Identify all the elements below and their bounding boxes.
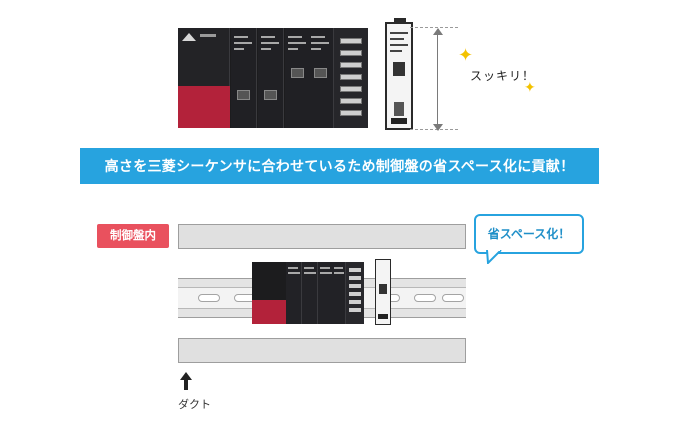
plc-unit-on-rail (252, 262, 364, 324)
maker-logo-icon (182, 33, 196, 41)
power-supply-red-panel (252, 300, 286, 324)
io-module (308, 28, 334, 128)
ethernet-port-icon (393, 62, 405, 76)
connector-icon (394, 102, 404, 116)
cpu-module (231, 28, 257, 128)
arrow-up-icon (180, 372, 192, 390)
power-supply-module (178, 28, 230, 128)
ethernet-port-icon (379, 284, 387, 294)
compact-unit-on-rail (375, 259, 391, 325)
ethernet-port-icon (237, 90, 250, 100)
cpu-module (258, 28, 284, 128)
wiring-duct-top (178, 224, 466, 249)
terminal-block-module (334, 28, 368, 128)
power-supply-red-panel (178, 86, 230, 128)
space-saving-bubble: 省スペース化！ (474, 214, 584, 254)
height-guide-top (410, 27, 458, 28)
compact-unit-illustration (385, 18, 413, 130)
arrow-down-icon (433, 124, 443, 131)
height-dimension-line (437, 32, 438, 126)
connector-icon (314, 68, 327, 78)
sparkle-icon: ✦ (458, 45, 474, 65)
arrow-up-icon (433, 28, 443, 35)
connector-icon (291, 68, 304, 78)
brand-badge (391, 118, 407, 124)
speech-bubble-tail (486, 250, 502, 264)
ethernet-port-icon (264, 90, 277, 100)
panel-interior-label: 制御盤内 (97, 224, 169, 248)
plc-unit-left-illustration (178, 28, 368, 128)
brand-badge (378, 314, 388, 319)
wiring-duct-bottom (178, 338, 466, 363)
duct-label: ダクト (178, 399, 211, 411)
sparkle-icon: ✦ (524, 79, 536, 95)
caption-sukkiri: スッキリ！ (470, 69, 536, 83)
headline-banner: 高さを三菱シーケンサに合わせているため制御盤の省スペース化に貢献！ (80, 148, 599, 184)
